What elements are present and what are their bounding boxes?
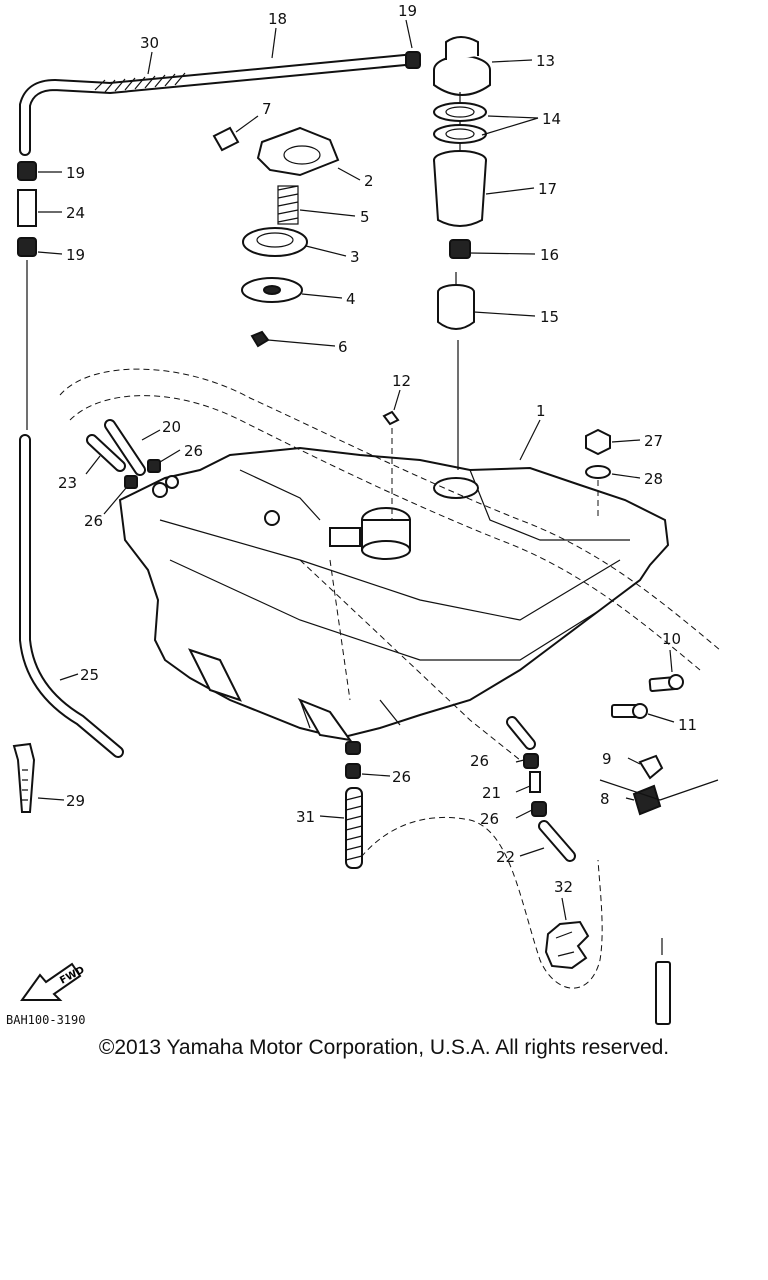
callout-26-upper: 26	[184, 442, 203, 460]
callout-labels: 18 19 30 13 19 24 19 7 2 5 3 4 6 14 17 1…	[58, 2, 697, 896]
clip-26-bottom	[345, 763, 361, 779]
callout-26-bottom: 26	[392, 768, 411, 786]
seal-3	[242, 227, 308, 257]
callout-5: 5	[360, 208, 370, 226]
callout-29: 29	[66, 792, 85, 810]
clip-26-upper	[147, 459, 161, 473]
hose-31	[345, 787, 363, 869]
callout-10: 10	[662, 630, 681, 648]
bracket-2	[256, 126, 340, 177]
callout-8: 8	[600, 790, 610, 808]
callout-16: 16	[540, 246, 559, 264]
callout-28: 28	[644, 470, 663, 488]
callout-7: 7	[262, 100, 272, 118]
callout-26-right-upper: 26	[470, 752, 489, 770]
joint-24	[17, 189, 37, 227]
hose-upper-right	[506, 716, 536, 750]
leader-lines	[37, 19, 675, 921]
callout-11: 11	[678, 716, 697, 734]
callout-17: 17	[538, 180, 557, 198]
fitting-21	[529, 771, 541, 793]
callout-12: 12	[392, 372, 411, 390]
callout-22: 22	[496, 848, 515, 866]
callout-26-right-lower: 26	[480, 810, 499, 828]
hose-clip-19b	[17, 161, 37, 181]
hose-22	[538, 820, 576, 862]
callout-30: 30	[140, 34, 159, 52]
gasket-14	[433, 102, 487, 144]
callout-3: 3	[350, 248, 360, 266]
drawing-code: BAH100-3190	[6, 1013, 85, 1027]
cable-tie-29	[12, 742, 36, 813]
pin-7	[212, 126, 240, 152]
callout-1: 1	[536, 402, 546, 420]
parts-diagram: FWD BAH100-3190	[6, 2, 721, 1027]
fitting-under-tank	[345, 741, 361, 755]
hose-25	[19, 434, 124, 758]
clamp-16	[449, 239, 471, 259]
filler-neck-17	[433, 150, 487, 227]
callout-18: 18	[268, 10, 287, 28]
callout-27: 27	[644, 432, 663, 450]
callout-32: 32	[554, 878, 573, 896]
clip-9	[638, 754, 664, 780]
copyright-notice: ©2013 Yamaha Motor Corporation, U.S.A. A…	[98, 1036, 670, 1059]
clamp-32	[544, 920, 590, 970]
callout-15: 15	[540, 308, 559, 326]
callout-31: 31	[296, 808, 315, 826]
filler-cap-13	[433, 36, 491, 215]
callout-19-top: 19	[398, 2, 417, 20]
callout-9: 9	[602, 750, 612, 768]
clip-26-right-lower	[531, 801, 547, 817]
nut-12	[382, 410, 400, 426]
callout-21: 21	[482, 784, 501, 802]
bolt-10	[648, 674, 684, 693]
callout-19-left-bottom: 19	[66, 246, 85, 264]
callout-23: 23	[58, 474, 77, 492]
clip-26-left	[124, 475, 138, 489]
plate-4	[241, 277, 303, 303]
bolt-11	[611, 703, 648, 719]
callout-14: 14	[542, 110, 561, 128]
clip-8	[632, 784, 662, 816]
valve-15	[437, 272, 475, 330]
fuel-tank	[118, 446, 670, 742]
callout-2: 2	[364, 172, 374, 190]
washer-28	[585, 465, 611, 479]
callout-6: 6	[338, 338, 348, 356]
hose-clip-19c	[17, 237, 37, 257]
nut-27	[585, 428, 611, 456]
callout-25: 25	[80, 666, 99, 684]
hose-bottom-right	[655, 961, 671, 1025]
hose-23	[86, 434, 126, 472]
callout-20: 20	[162, 418, 181, 436]
callout-24: 24	[66, 204, 85, 222]
callout-4: 4	[346, 290, 356, 308]
hose-18	[19, 54, 411, 156]
clip-26-right-upper	[523, 753, 539, 769]
forward-arrow-icon: FWD	[20, 962, 87, 1001]
callout-19-left-top: 19	[66, 164, 85, 182]
hose-clip-19	[405, 51, 421, 69]
hose-20	[104, 419, 146, 476]
callout-26-left: 26	[84, 512, 103, 530]
callout-13: 13	[536, 52, 555, 70]
spring-5	[277, 185, 299, 225]
nut-6	[250, 330, 270, 348]
